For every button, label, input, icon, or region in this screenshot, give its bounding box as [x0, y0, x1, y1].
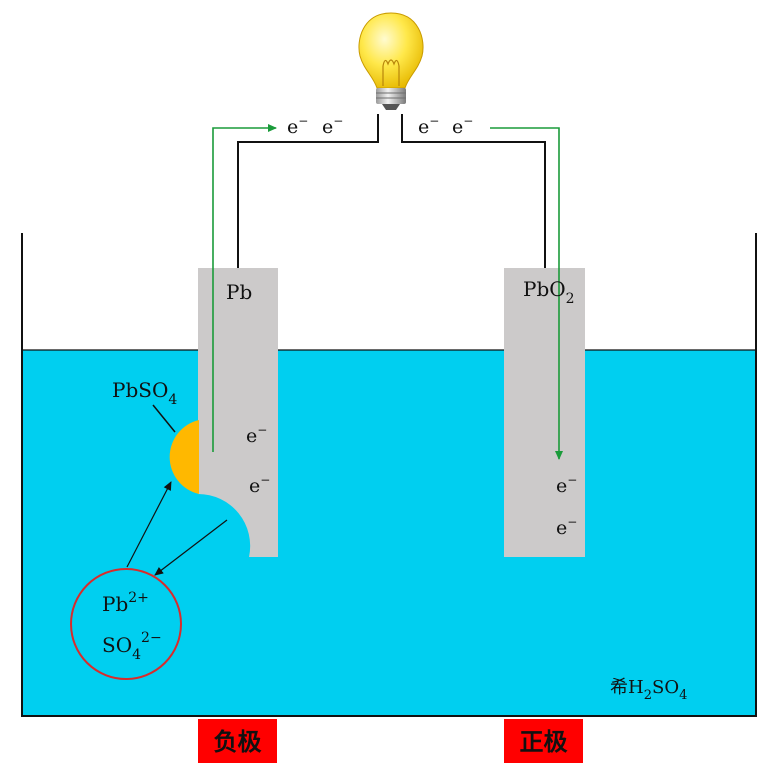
positive-electrode-label: PbO2: [523, 277, 575, 307]
electron-flow-arrow-left: [212, 124, 277, 452]
electrolyte-label: 希H2SO4: [610, 677, 687, 703]
arrow-to-ion-circle: [154, 519, 228, 576]
positive-electrode-electron-2: e−: [556, 515, 577, 539]
pb-ion-label: Pb2+: [102, 590, 149, 616]
pbso4-leader-line: [152, 404, 176, 433]
electron-flow-arrow-right: [490, 127, 563, 460]
light-bulb-icon: [358, 12, 424, 110]
arrow-to-pbso4: [126, 481, 172, 568]
so4-ion-label: SO42−: [102, 630, 162, 663]
svg-text:正极: 正极: [520, 728, 568, 756]
negative-electrode-tag: 负极: [198, 719, 277, 763]
beaker: [21, 233, 757, 717]
top-electron-right-2: e−: [452, 114, 473, 138]
negative-electrode-pb: [198, 268, 278, 557]
pbso4-deposit: [169, 420, 199, 494]
top-electron-left-2: e−: [322, 114, 343, 138]
top-electron-left-1: e−: [287, 114, 308, 138]
top-electron-right-1: e−: [418, 114, 439, 138]
pbso4-label: PbSO4: [112, 378, 177, 408]
positive-electrode-pbo2: [504, 268, 585, 557]
positive-electrode-tag: 正极: [504, 719, 583, 763]
negative-electrode-electron-2: e−: [249, 473, 270, 497]
wire-right: [401, 114, 546, 268]
positive-electrode-electron-1: e−: [556, 473, 577, 497]
svg-text:负极: 负极: [214, 728, 262, 756]
negative-electrode-label: Pb: [226, 280, 252, 304]
negative-electrode-electron-1: e−: [246, 423, 267, 447]
wire-left: [237, 114, 379, 268]
ion-circle: [70, 568, 182, 680]
